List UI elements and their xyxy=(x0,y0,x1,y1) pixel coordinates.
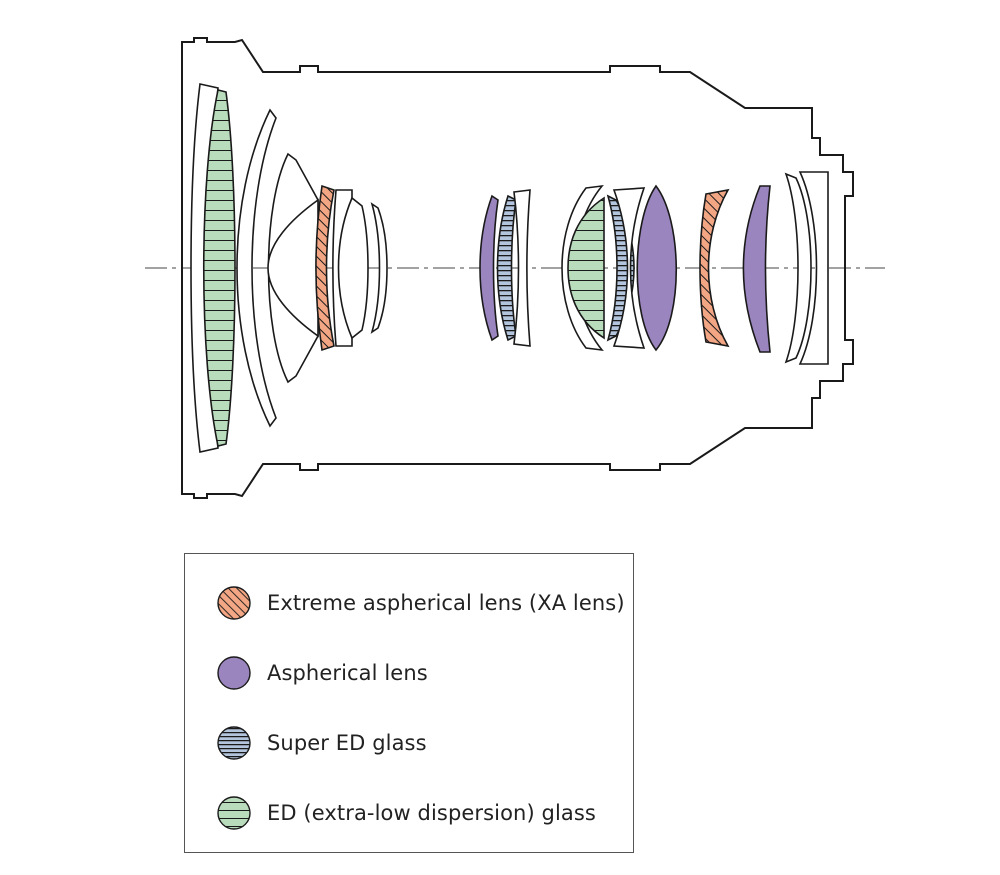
purple-circle-icon xyxy=(217,656,251,690)
lens-construction-diagram xyxy=(145,37,885,499)
lens-element-12 xyxy=(798,171,829,365)
aspherical-lens-element-2 xyxy=(636,184,678,352)
legend-box: Extreme aspherical lens (XA lens) Aspher… xyxy=(184,553,634,853)
legend-item-aspherical-lens: Aspherical lens xyxy=(215,653,428,693)
legend-item-xa-lens: Extreme aspherical lens (XA lens) xyxy=(215,583,625,623)
striped-green-circle-icon xyxy=(217,796,251,830)
lens-element-6 xyxy=(337,196,369,340)
super-ed-glass-element-1 xyxy=(496,194,517,342)
legend-item-super-ed-glass: Super ED glass xyxy=(215,723,427,763)
lens-element-7 xyxy=(370,202,388,334)
lens-element-2 xyxy=(236,108,277,428)
xa-lens-element-2 xyxy=(699,188,730,348)
lens-element-4 xyxy=(267,198,319,338)
lens-barrel xyxy=(181,37,854,499)
lens-element-8 xyxy=(513,189,531,347)
legend-label-xa-lens: Extreme aspherical lens (XA lens) xyxy=(267,591,625,615)
legend-label-ed-glass: ED (extra-low dispersion) glass xyxy=(267,801,596,825)
striped-blue-circle-icon xyxy=(217,726,251,760)
xa-lens-element-1 xyxy=(315,184,335,352)
ed-glass-element-2 xyxy=(567,196,605,340)
lens-element-10 xyxy=(612,187,646,349)
lens-element-11 xyxy=(784,172,812,364)
ed-glass-element-1 xyxy=(202,89,236,447)
hatched-orange-circle-icon xyxy=(217,586,251,620)
legend-item-ed-glass: ED (extra-low dispersion) glass xyxy=(215,793,596,833)
legend-label-aspherical-lens: Aspherical lens xyxy=(267,661,428,685)
aspherical-lens-element-1 xyxy=(479,194,499,342)
legend-label-super-ed-glass: Super ED glass xyxy=(267,731,427,755)
aspherical-lens-element-3 xyxy=(742,185,771,353)
